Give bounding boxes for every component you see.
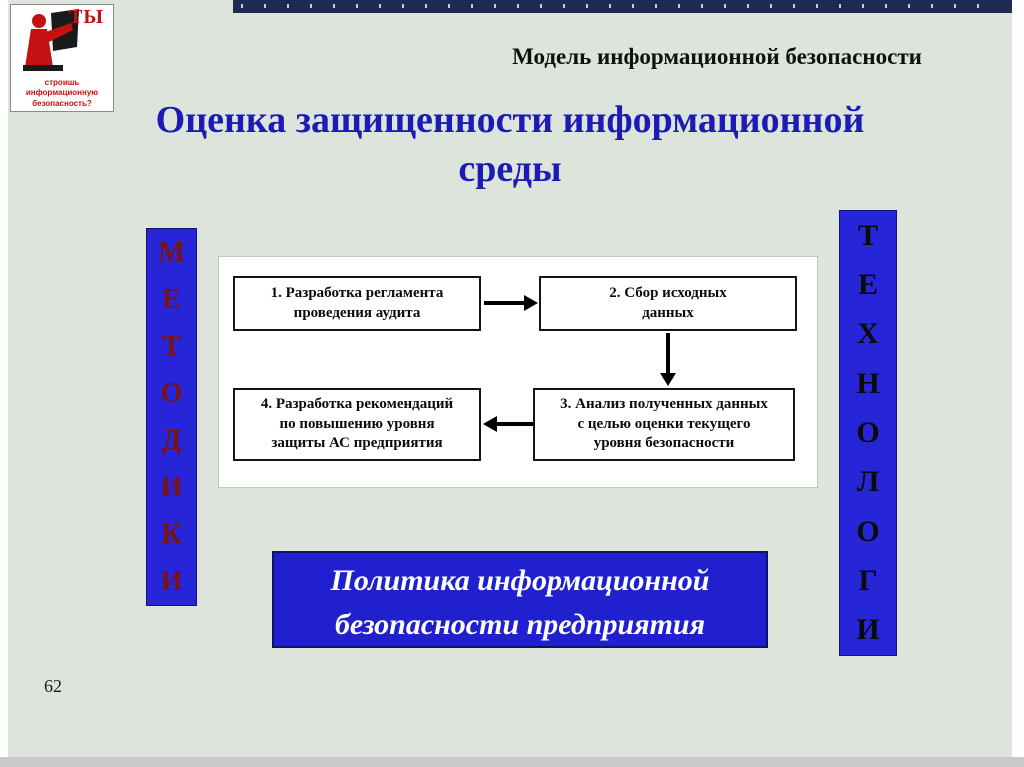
bar-letter: И	[160, 471, 183, 503]
arrow-left-icon	[483, 416, 533, 432]
bar-letter: Х	[857, 317, 879, 351]
bar-letter: О	[856, 415, 880, 449]
policy-banner: Политика информационной безопасности пре…	[272, 551, 768, 648]
arrow-down-icon	[660, 333, 676, 386]
bar-letter: К	[161, 518, 182, 550]
titlebar-ticks	[241, 4, 989, 8]
poster-caption-line: информационную	[25, 88, 99, 98]
flowchart-box-2: 2. Сбор исходных данных	[539, 276, 797, 331]
methods-vertical-bar: М Е Т О Д И К И	[146, 228, 197, 606]
flowchart-box-4: 4. Разработка рекомендаций по повышению …	[233, 388, 481, 461]
poster-caption: строишь информационную безопасность?	[11, 78, 113, 109]
propaganda-poster: ТЫ строишь информационную безопасность?	[10, 4, 114, 112]
window-titlebar	[233, 0, 1012, 13]
technologies-vertical-bar: Т Е Х Н О Л О Г И	[839, 210, 897, 656]
arrow-right-icon	[484, 295, 538, 311]
bar-letter: Е	[857, 267, 878, 301]
bar-letter: М	[158, 236, 185, 268]
poster-headline: ТЫ	[69, 6, 104, 28]
poster-caption-line: строишь	[44, 77, 80, 87]
flowchart-box-3: 3. Анализ полученных данных с целью оцен…	[533, 388, 795, 461]
bar-letter: Л	[856, 465, 880, 499]
bar-letter: Е	[162, 283, 181, 315]
bar-letter: И	[160, 565, 183, 597]
bottom-strip	[0, 757, 1024, 767]
bar-letter: Д	[161, 424, 182, 456]
worker-figure-image	[23, 9, 79, 71]
bar-letter: Т	[857, 218, 878, 252]
bar-letter: О	[160, 377, 183, 409]
page-title: Оценка защищенности информационной среды	[155, 99, 865, 191]
poster-caption-line: безопасность?	[32, 98, 92, 108]
bar-letter: Т	[162, 330, 181, 362]
slide-header: Модель информационной безопасности	[512, 44, 922, 69]
bar-letter: И	[856, 613, 880, 647]
page-number: 62	[44, 676, 62, 696]
bar-letter: Н	[856, 366, 880, 400]
flowchart-box-1: 1. Разработка регламента проведения ауди…	[233, 276, 481, 331]
bar-letter: О	[856, 514, 880, 548]
bar-letter: Г	[858, 563, 878, 597]
